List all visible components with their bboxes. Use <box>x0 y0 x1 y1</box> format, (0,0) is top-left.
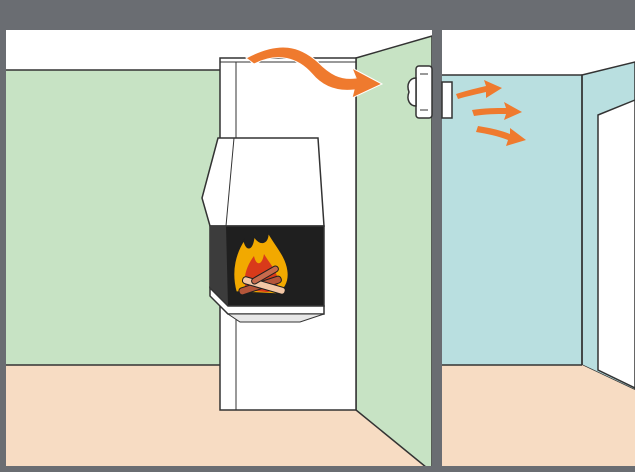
outflow-arrow-3 <box>476 126 526 146</box>
right-room-floor <box>442 365 635 472</box>
firebox-side <box>210 226 228 306</box>
hood-edge <box>225 137 235 227</box>
outflow-arrow-2 <box>472 102 522 120</box>
log-3 <box>251 265 279 285</box>
doorway <box>597 99 635 389</box>
fire <box>232 229 290 296</box>
right-room-ceiling <box>442 30 635 75</box>
frame-divider-wall <box>432 30 442 472</box>
frame-bottom <box>0 466 635 472</box>
warm-air-arrow <box>245 46 384 99</box>
fan-right-housing <box>441 81 453 119</box>
hearth-underside <box>226 313 325 323</box>
logs <box>238 265 286 296</box>
frame-top <box>0 0 635 30</box>
outflow-arrow-1 <box>456 80 502 99</box>
airflow <box>245 46 526 146</box>
right-room-back-wall <box>442 75 582 365</box>
frame-left <box>0 0 6 472</box>
wall-fan <box>407 65 453 119</box>
fireplace-hood <box>201 137 325 227</box>
fan-grille <box>407 77 417 107</box>
